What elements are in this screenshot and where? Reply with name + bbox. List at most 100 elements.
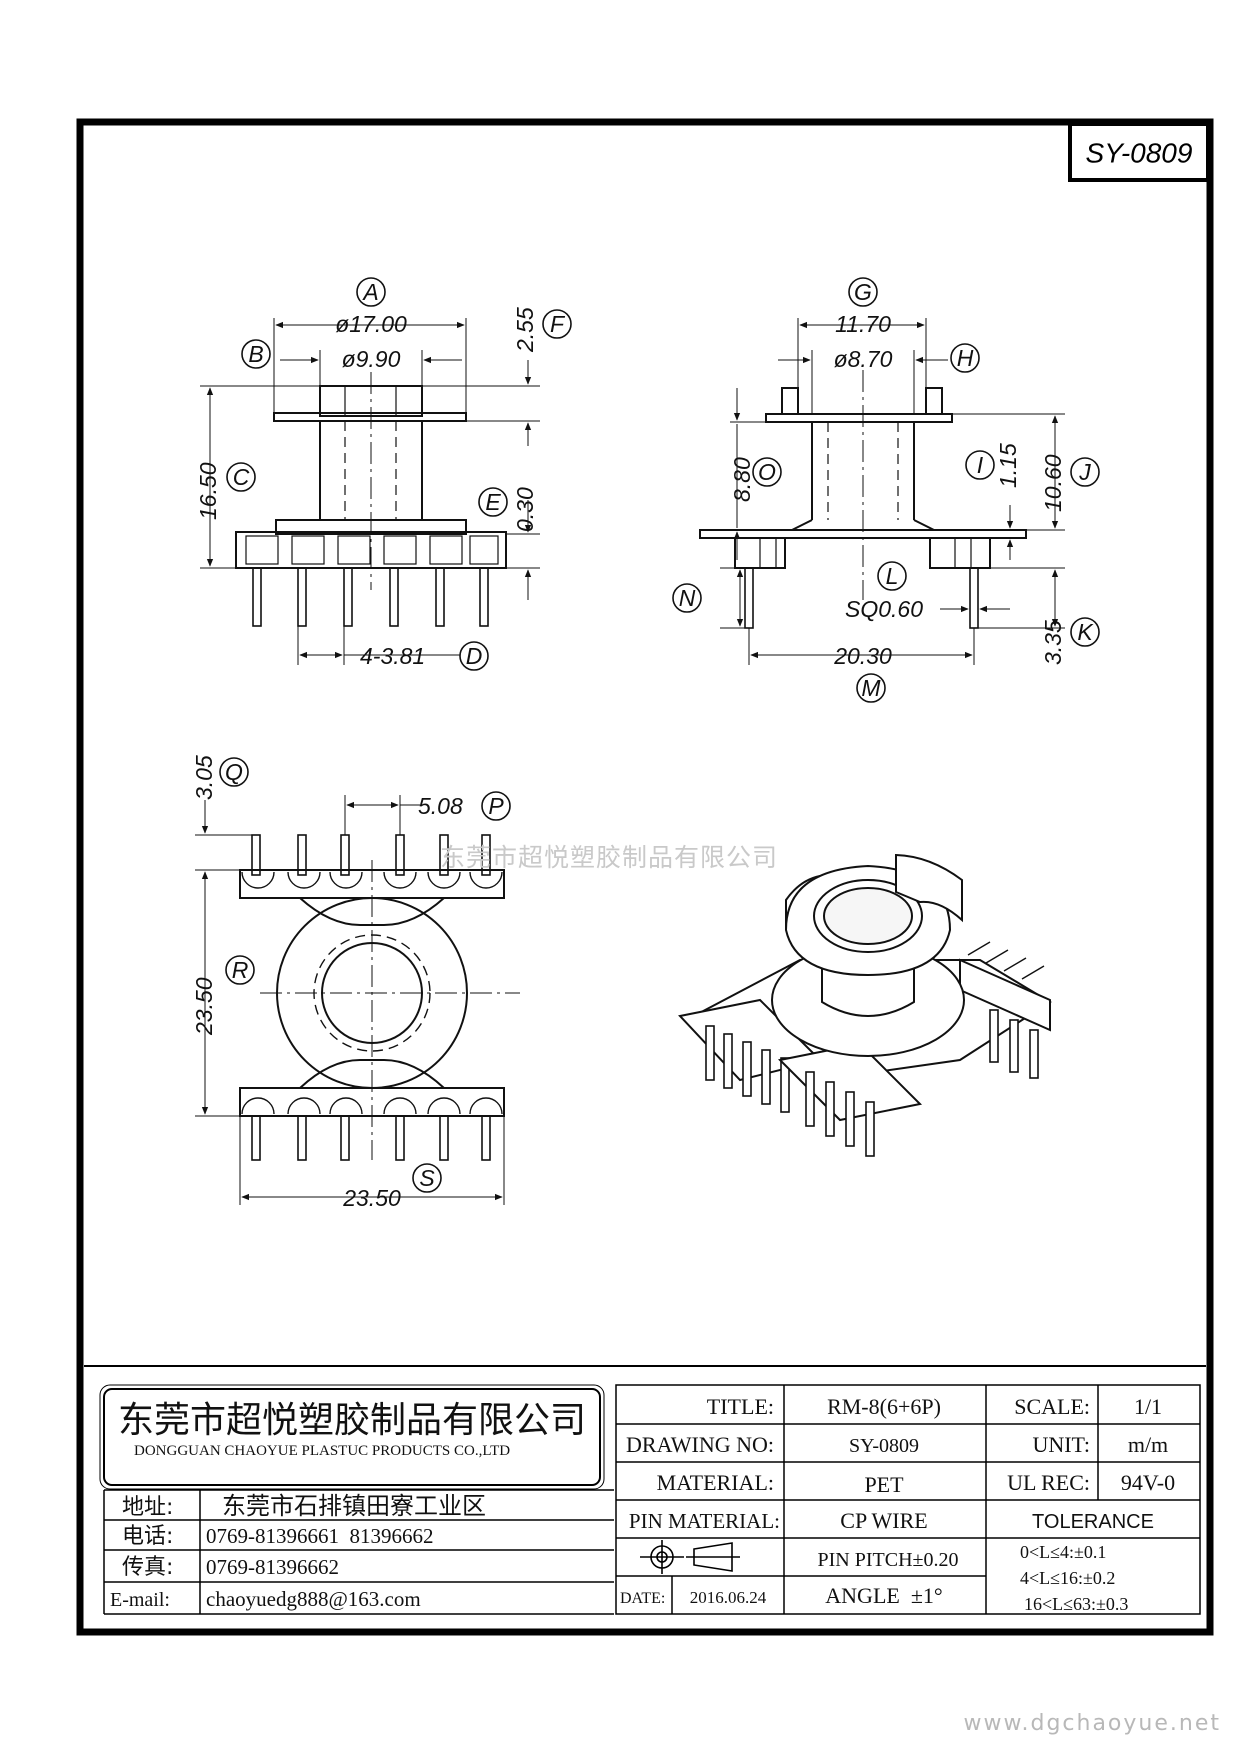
label-c: C	[233, 464, 250, 490]
front-view-labels: A ø17.00 B ø9.90 F 2.55 C 16.50 E 0.30 4…	[195, 277, 572, 671]
company-name-en: DONGGUAN CHAOYUE PLASTUC PRODUCTS CO.,LT…	[134, 1443, 510, 1459]
label-a: A	[361, 279, 378, 305]
title-block-text: 东莞市超悦塑胶制品有限公司 DONGGUAN CHAOYUE PLASTUC P…	[110, 1394, 1175, 1614]
label-e: E	[485, 489, 501, 515]
dim-side-core: ø8.70	[834, 346, 893, 372]
tel-value: 0769-81396661 81396662	[206, 1524, 434, 1548]
unit-value: m/m	[1128, 1432, 1168, 1457]
material-label: MATERIAL:	[657, 1470, 774, 1495]
projection-symbol-icon	[640, 1540, 740, 1574]
date-label: DATE:	[620, 1590, 665, 1607]
tolerance-2: 4<L≤16:±0.2	[1020, 1568, 1115, 1588]
balloon-h	[950, 343, 980, 373]
balloon-o	[752, 457, 782, 487]
dim-top-q: 3.05	[191, 755, 217, 800]
label-n: N	[679, 585, 696, 611]
drawing-border	[76, 118, 1214, 1636]
label-r: R	[232, 957, 249, 983]
top-view-labels: 3.05 Q 5.08 P 23.50 R S 23.50	[191, 755, 511, 1211]
balloon-n	[672, 583, 702, 613]
label-q: Q	[225, 759, 243, 785]
email-value: chaoyuedg888@163.com	[206, 1587, 421, 1611]
watermark-url: www.dgchaoyue.net	[963, 1711, 1221, 1736]
balloon-l	[877, 561, 907, 591]
dim-phi-inner: ø9.90	[342, 346, 401, 372]
label-s: S	[419, 1165, 435, 1191]
balloon-j	[1070, 457, 1100, 487]
side-view-labels: G 11.70 ø8.70 H 8.80 O I 1.15 10.60 J L …	[672, 277, 1100, 703]
balloon-i	[965, 450, 995, 480]
title-label: TITLE:	[707, 1394, 774, 1419]
label-b: B	[248, 341, 263, 367]
dim-base-thk: 0.30	[512, 487, 538, 532]
balloon-p	[481, 791, 511, 821]
tolerance-3: 16<L≤63:±0.3	[1024, 1594, 1128, 1614]
label-g: G	[854, 279, 872, 305]
address-value: 东莞市石排镇田寮工业区	[222, 1492, 486, 1520]
label-l: L	[886, 563, 899, 589]
dim-side-top: 11.70	[835, 311, 891, 337]
address-label: 地址:	[122, 1495, 173, 1520]
balloon-s	[412, 1163, 442, 1193]
top-view	[195, 795, 520, 1205]
dim-height-total: 16.50	[195, 462, 221, 520]
label-p: P	[488, 793, 504, 819]
company-name-cn: 东莞市超悦塑胶制品有限公司	[118, 1400, 586, 1441]
material-value: PET	[864, 1472, 904, 1497]
label-d: D	[466, 643, 483, 669]
drawing-no-value: SY-0809	[849, 1435, 919, 1457]
front-view	[200, 318, 540, 665]
balloon-c	[226, 462, 256, 492]
title-value: RM-8(6+6P)	[827, 1394, 941, 1419]
drawing-code: SY-0809	[1086, 137, 1193, 168]
drawing-code-box	[1068, 122, 1210, 182]
side-view	[699, 318, 1065, 665]
label-i: I	[977, 452, 984, 478]
title-block	[84, 1365, 1206, 1615]
dim-pin-size: SQ0.60	[845, 596, 923, 622]
pin-material-label: PIN MATERIAL:	[629, 1509, 780, 1533]
dim-side-pin: 3.35	[1040, 620, 1066, 665]
balloon-k	[1070, 617, 1100, 647]
dim-side-h2: 1.15	[995, 443, 1021, 488]
tolerance-1: 0<L≤4:±0.1	[1020, 1542, 1106, 1562]
ul-value: 94V-0	[1121, 1470, 1175, 1495]
balloon-m	[856, 673, 886, 703]
dim-top-width: 23.50	[342, 1185, 401, 1211]
dim-top-height: 23.50	[191, 977, 217, 1036]
label-o: O	[758, 459, 776, 485]
drawing-no-label: DRAWING NO:	[626, 1432, 774, 1457]
balloon-d	[459, 641, 489, 671]
isometric-view	[678, 853, 1052, 1157]
label-j: J	[1078, 459, 1091, 485]
date-value: 2016.06.24	[690, 1588, 767, 1607]
unit-label: UNIT:	[1032, 1432, 1090, 1457]
dim-side-h1: 8.80	[729, 457, 755, 502]
label-k: K	[1077, 619, 1094, 645]
angle: ANGLE ±1°	[825, 1583, 942, 1608]
pin-material-value: CP WIRE	[840, 1508, 927, 1533]
balloon-r	[225, 955, 255, 985]
dim-phi-outer: ø17.00	[335, 311, 407, 337]
dim-pin-pitch-front: 4-3.81	[360, 643, 425, 669]
balloon-f	[542, 309, 572, 339]
scale-label: SCALE:	[1014, 1394, 1090, 1419]
label-h: H	[957, 345, 974, 371]
balloon-a	[356, 277, 386, 307]
balloon-b	[241, 339, 271, 369]
dim-top-pitch: 5.08	[418, 793, 463, 819]
pin-pitch: PIN PITCH±0.20	[818, 1549, 959, 1571]
balloon-g	[848, 277, 878, 307]
scale-value: 1/1	[1134, 1394, 1162, 1419]
fax-value: 0769-81396662	[206, 1555, 339, 1579]
tel-label: 电话:	[122, 1524, 173, 1549]
balloon-q	[219, 757, 249, 787]
dim-top-flange: 2.55	[512, 307, 538, 353]
label-f: F	[550, 311, 566, 337]
email-label: E-mail:	[110, 1589, 170, 1611]
ul-label: UL REC:	[1007, 1470, 1090, 1495]
dim-side-h3: 10.60	[1040, 454, 1066, 512]
balloon-e	[478, 487, 508, 517]
watermark-company: 东莞市超悦塑胶制品有限公司	[440, 843, 779, 872]
